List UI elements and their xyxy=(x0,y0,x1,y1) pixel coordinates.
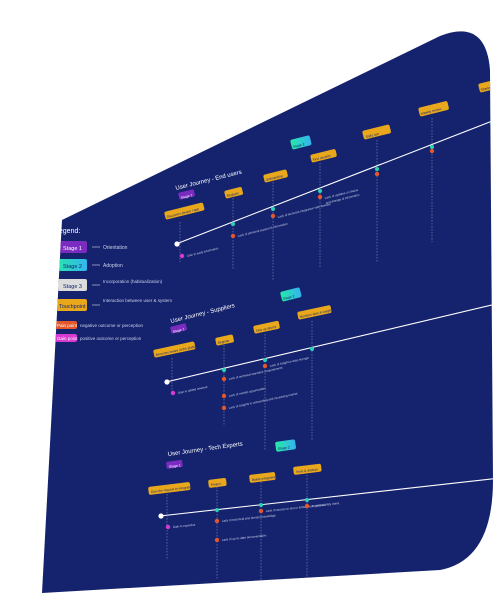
legend-swatch-stage1 xyxy=(55,241,87,253)
svg-text:Gain in early information: Gain in early information xyxy=(186,246,219,258)
touchpoint: Daily use xyxy=(362,124,391,262)
stage-badge-label: Stage 2 xyxy=(278,445,291,451)
touchpoint: Monitors data & insights xyxy=(297,305,334,440)
svg-text:Gets the request to integrate: Gets the request to integrate app xyxy=(151,484,198,494)
legend-swatch-pain xyxy=(55,321,77,329)
legend-stage1-label: Stage 1 xyxy=(63,246,82,252)
touchpoint: First session xyxy=(310,149,337,268)
svg-text:Builds integration: Builds integration xyxy=(252,475,277,482)
legend-title: Legend: xyxy=(55,228,80,235)
svg-text:Register: Register xyxy=(217,338,230,345)
stage-badge xyxy=(275,439,296,452)
svg-text:Register: Register xyxy=(226,191,240,198)
svg-text:Discovers device / app: Discovers device / app xyxy=(166,207,199,219)
svg-text:Lack of up-to-date documentati: Lack of up-to-date documentation xyxy=(222,533,267,542)
pain-point: Lack of market opportunities xyxy=(221,386,267,399)
legend-swatch-stage2 xyxy=(55,259,87,271)
svg-text:Sharing: Sharing xyxy=(480,85,492,92)
touchpoint: Project xyxy=(208,478,227,580)
touchpoint: Weekly review xyxy=(418,101,449,242)
legend-swatch-touchpoint xyxy=(55,299,87,311)
touchpoint: Onboarding xyxy=(263,169,288,280)
gain-point: Gain in expertise xyxy=(165,523,196,530)
svg-text:or accessibility client: or accessibility client xyxy=(312,501,340,508)
stage-badge-label: Stage 1 xyxy=(172,327,185,334)
pain-point: Lack of technical and domain knowledge xyxy=(214,513,276,524)
stage-badge-label: Stage 2 xyxy=(292,142,305,149)
svg-text:Lack of market opportunities: Lack of market opportunities xyxy=(228,386,266,398)
stage-badge-label: Stage 1 xyxy=(169,463,182,469)
touchpoint: Sets up device xyxy=(253,320,280,450)
pain-point: Lack of up-to-date documentation xyxy=(214,533,267,543)
gain-point: Gain in added revenue xyxy=(170,385,208,396)
stage-badge-label: Stage 1 xyxy=(180,193,193,200)
timeline-start xyxy=(158,513,164,519)
legend-stage2-label: Stage 2 xyxy=(63,264,82,270)
svg-text:Weekly review: Weekly review xyxy=(420,107,442,116)
svg-text:Gain in added revenue: Gain in added revenue xyxy=(177,385,208,395)
stage-badge xyxy=(290,135,312,150)
legend-touchpoint-desc: Interaction between user & system xyxy=(103,298,172,303)
svg-text:Sets up device: Sets up device xyxy=(255,325,277,333)
svg-text:Daily use: Daily use xyxy=(365,132,379,139)
stage-badge xyxy=(166,459,183,469)
touchpoint: Tests & deploys xyxy=(293,463,322,590)
legend-stage2-desc: Adoption xyxy=(103,263,123,269)
legend-touchpoint-label: Touchpoint xyxy=(59,304,86,310)
svg-text:First session: First session xyxy=(312,154,331,162)
timeline-start xyxy=(164,379,170,385)
touchpoint: Register xyxy=(215,334,234,425)
board-background xyxy=(42,31,493,593)
pain-point xyxy=(374,171,380,177)
timeline-start xyxy=(174,241,180,247)
legend-stage3-label: Stage 3 xyxy=(63,284,82,290)
legend-pain-desc: negative outcome or perception xyxy=(80,323,144,328)
legend-stage3-desc: Incorporation (habitualization) xyxy=(103,279,163,284)
stage-badge xyxy=(170,323,188,334)
legend: Legend: Stage 1 Orientation Stage 2 Adop… xyxy=(55,228,172,342)
svg-text:Onboarding: Onboarding xyxy=(265,174,283,182)
svg-text:Gain in expertise: Gain in expertise xyxy=(173,523,196,529)
svg-text:Lack of technical and domain k: Lack of technical and domain knowledge xyxy=(222,513,276,523)
legend-swatch-stage3 xyxy=(55,279,87,291)
svg-text:Project: Project xyxy=(211,482,221,487)
svg-text:Tests & deploys: Tests & deploys xyxy=(296,467,319,474)
pain-point xyxy=(429,148,435,154)
legend-gain-desc: positive outcome or perception xyxy=(80,336,142,341)
pain-point: or accessibility client xyxy=(304,501,340,509)
svg-text:Monitors data & insights: Monitors data & insights xyxy=(299,308,334,319)
legend-gain-label: Gain point xyxy=(57,336,78,341)
journey-timeline xyxy=(165,302,493,383)
pain-point: Lack of access to test or limited test s… xyxy=(258,503,326,514)
touchpoint: Builds integration xyxy=(249,472,277,590)
stage-badge xyxy=(280,287,302,302)
legend-pain-label: Pain point xyxy=(57,323,78,328)
journey-tech-experts: User Journey - Tech Experts Stage 1 Stag… xyxy=(148,439,493,590)
legend-swatch-gain xyxy=(55,334,77,342)
stage-badge-label: Stage 2 xyxy=(282,294,295,301)
legend-stage1-desc: Orientation xyxy=(103,245,128,251)
svg-text:Lack of access to test or limi: Lack of access to test or limited test s… xyxy=(266,503,326,513)
stage-badge xyxy=(178,189,196,200)
journey-timeline xyxy=(175,117,493,245)
gain-point: Gain in early information xyxy=(179,246,219,259)
